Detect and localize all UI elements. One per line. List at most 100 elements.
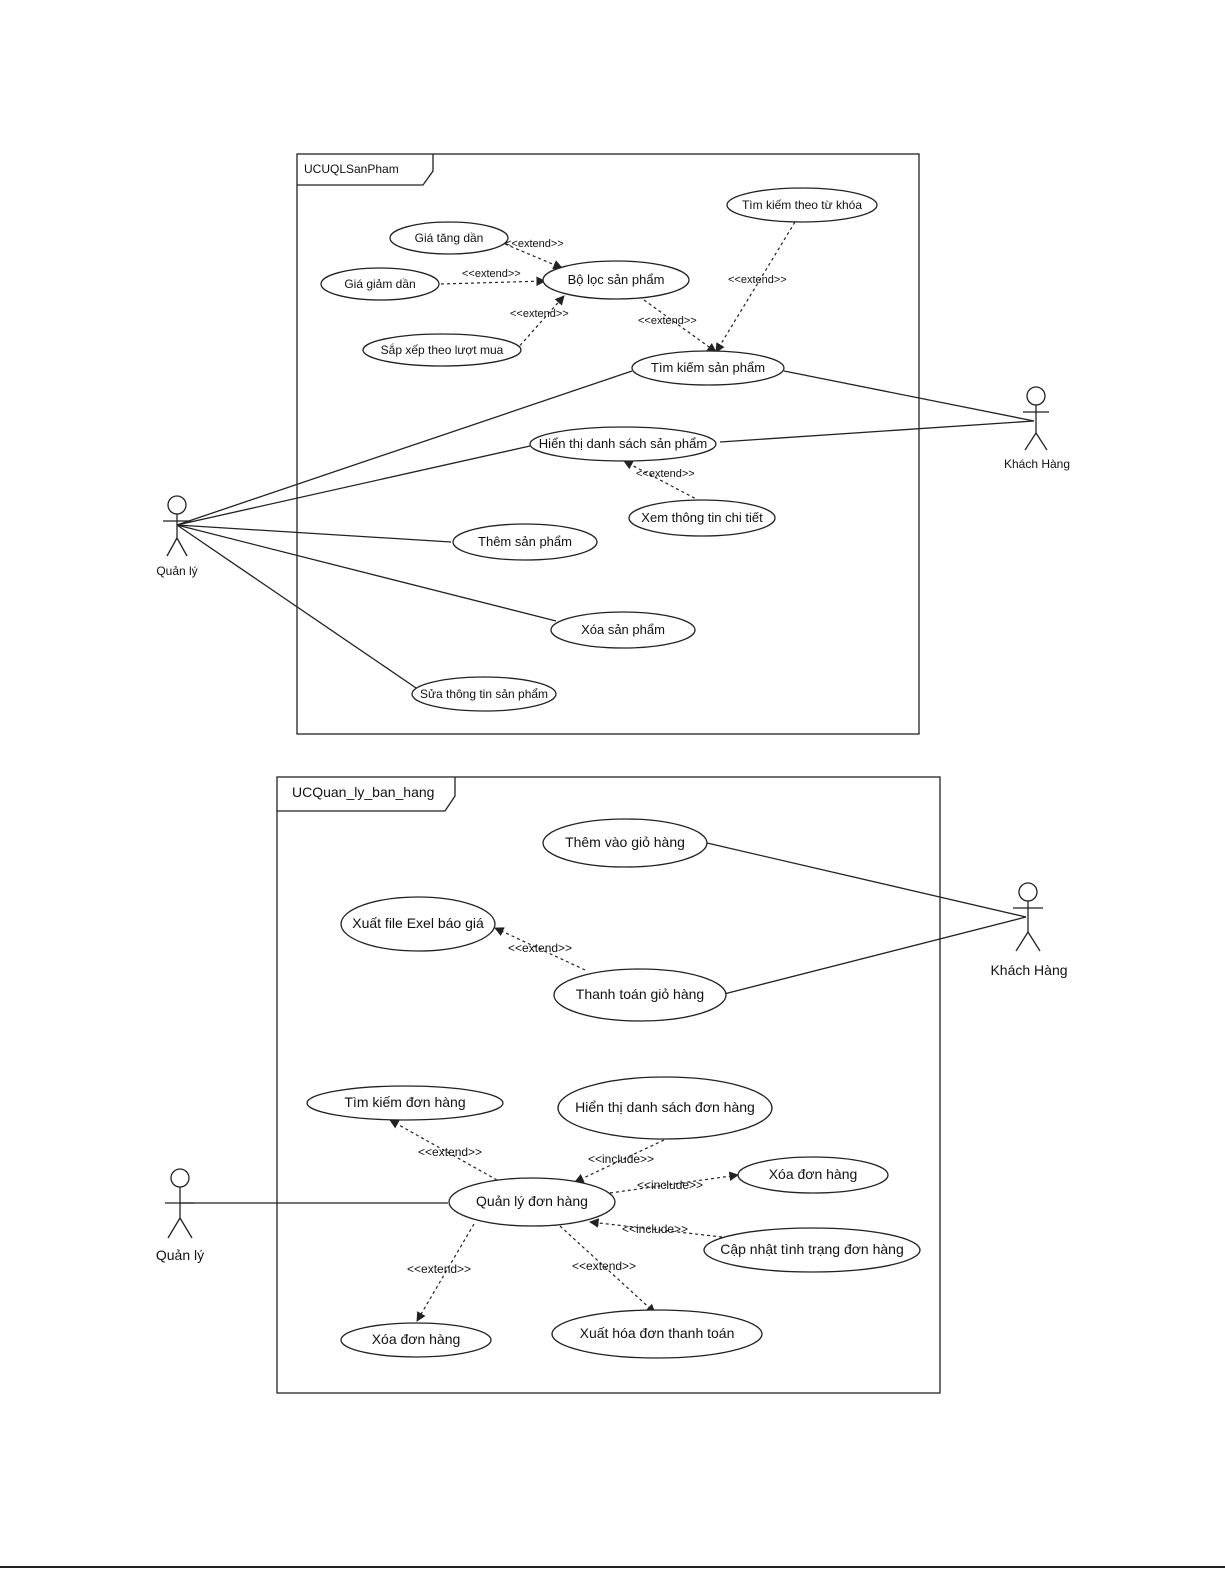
assoc-manager-hienthi bbox=[176, 445, 531, 526]
svg-text:Thêm sản phẩm: Thêm sản phẩm bbox=[478, 534, 572, 549]
label-quanly-xoadon2: <<extend>> bbox=[407, 1262, 471, 1276]
dep-chitiet-hienthi bbox=[623, 460, 701, 502]
usecase-bo-loc: Bộ lọc sản phẩm bbox=[542, 260, 690, 300]
actor-quan-ly-1: Quản lý bbox=[156, 495, 198, 578]
svg-text:Quản lý đơn hàng: Quản lý đơn hàng bbox=[476, 1193, 588, 1209]
svg-text:Bộ lọc sản phẩm: Bộ lọc sản phẩm bbox=[568, 272, 665, 287]
svg-text:Giá giảm dần: Giá giảm dần bbox=[344, 277, 415, 291]
label-quanly-timdon: <<extend>> bbox=[418, 1145, 482, 1159]
usecases-2: Thêm vào giỏ hàng Xuất file Exel báo giá… bbox=[306, 818, 921, 1359]
label-luotmua-boloc: <<extend>> bbox=[510, 308, 569, 320]
dep-tukhoa-timkiem bbox=[715, 221, 796, 353]
assoc-manager-sua bbox=[176, 524, 420, 691]
label-capnhat-quanly: <<include>> bbox=[622, 1222, 688, 1236]
usecases-1: Giá tăng dần Giá giảm dần Sắp xếp theo l… bbox=[320, 187, 878, 712]
dep-thanhtoan-excel bbox=[494, 927, 586, 971]
label-giam-boloc: <<extend>> bbox=[462, 268, 521, 280]
dep-tang-boloc bbox=[504, 243, 563, 270]
label-tang-boloc: <<extend>> bbox=[505, 238, 564, 250]
usecase-tim-theo-tu-khoa: Tìm kiếm theo từ khóa bbox=[726, 187, 878, 223]
dep-dsdon-quanly bbox=[574, 1139, 665, 1183]
frame-title-1: UCUQLSanPham bbox=[304, 162, 399, 176]
usecase-xuat-file-excel: Xuất file Exel báo giá bbox=[340, 896, 496, 952]
frame-title-2: UCQuan_ly_ban_hang bbox=[292, 784, 434, 800]
svg-text:Xem thông tin chi tiết: Xem thông tin chi tiết bbox=[641, 510, 763, 525]
usecase-them-san-pham: Thêm sản phẩm bbox=[452, 523, 598, 561]
usecase-gia-tang-dan: Giá tăng dần bbox=[389, 221, 509, 255]
svg-text:Xuất hóa đơn thanh toán: Xuất hóa đơn thanh toán bbox=[580, 1325, 735, 1341]
assoc-manager-xoa bbox=[176, 524, 557, 622]
svg-text:Hiển thị danh sách sản phẩm: Hiển thị danh sách sản phẩm bbox=[539, 436, 707, 451]
svg-text:Giá tăng dần: Giá tăng dần bbox=[415, 231, 484, 245]
label-dsdon-quanly: <<include>> bbox=[588, 1152, 654, 1166]
assoc-customer-hienthi bbox=[719, 420, 1035, 443]
usecase-hien-thi-don-hang: Hiển thị danh sách đơn hàng bbox=[557, 1076, 773, 1140]
actor-quan-ly-2: Quản lý bbox=[156, 1168, 204, 1263]
actor-label-quan-ly-2: Quản lý bbox=[156, 1247, 204, 1263]
usecase-xuat-hoa-don: Xuất hóa đơn thanh toán bbox=[551, 1309, 763, 1359]
dep-quanly-xoadon2 bbox=[416, 1223, 475, 1322]
actor-khach-hang-1: Khách Hàng bbox=[1004, 386, 1070, 471]
dep-giam-boloc bbox=[440, 276, 546, 287]
svg-text:Sửa thông tin sản phẩm: Sửa thông tin sản phẩm bbox=[420, 687, 548, 701]
usecase-xem-chi-tiet: Xem thông tin chi tiết bbox=[628, 499, 776, 537]
svg-text:Xóa đơn hàng: Xóa đơn hàng bbox=[372, 1331, 461, 1347]
usecase-gia-giam-dan: Giá giảm dần bbox=[320, 267, 440, 301]
label-boloc-timkiem: <<extend>> bbox=[638, 315, 697, 327]
system-boundary-1 bbox=[296, 153, 920, 735]
usecase-cap-nhat-tinh-trang: Cập nhật tình trạng đơn hàng bbox=[703, 1227, 921, 1273]
assoc-manager-them bbox=[176, 524, 452, 543]
assoc-customer-themgio bbox=[706, 842, 1027, 918]
dependencies-1: <<extend>> <<extend>> <<extend>> <<exten… bbox=[440, 221, 796, 502]
label-chitiet-hienthi: <<extend>> bbox=[636, 468, 695, 480]
svg-text:Tìm kiếm theo từ khóa: Tìm kiếm theo từ khóa bbox=[742, 198, 862, 212]
actor-label-quan-ly-1: Quản lý bbox=[156, 564, 197, 578]
frame-tab-2 bbox=[277, 777, 456, 812]
svg-text:Xóa đơn hàng: Xóa đơn hàng bbox=[769, 1166, 858, 1182]
dependencies-2: <<extend>> <<extend>> <<include>> <<incl… bbox=[389, 927, 739, 1322]
svg-text:Thanh toán giỏ hàng: Thanh toán giỏ hàng bbox=[576, 986, 704, 1002]
actor-khach-hang-2: Khách Hàng bbox=[990, 882, 1068, 978]
svg-text:Tìm kiếm sản phẩm: Tìm kiếm sản phẩm bbox=[651, 360, 765, 375]
dep-boloc-timkiem bbox=[643, 299, 717, 353]
assoc-manager-timkiem bbox=[176, 370, 633, 526]
assoc-customer-timkiem bbox=[783, 370, 1035, 422]
usecase-xoa-san-pham: Xóa sản phẩm bbox=[550, 611, 696, 649]
svg-text:Xuất file Exel báo giá: Xuất file Exel báo giá bbox=[352, 915, 484, 931]
svg-text:Thêm vào giỏ hàng: Thêm vào giỏ hàng bbox=[565, 834, 685, 850]
svg-text:Sắp xếp theo lượt mua: Sắp xếp theo lượt mua bbox=[381, 342, 504, 357]
usecase-xoa-don-hang-2: Xóa đơn hàng bbox=[340, 1322, 492, 1358]
actor-label-khach-hang-2: Khách Hàng bbox=[990, 962, 1067, 978]
usecase-quan-ly-don-hang: Quản lý đơn hàng bbox=[448, 1177, 616, 1227]
svg-text:Hiển thị danh sách đơn hàng: Hiển thị danh sách đơn hàng bbox=[575, 1099, 755, 1115]
svg-text:Xóa sản phẩm: Xóa sản phẩm bbox=[581, 622, 665, 637]
usecase-tim-kiem-san-pham: Tìm kiếm sản phẩm bbox=[631, 350, 785, 386]
associations-2 bbox=[180, 842, 1027, 1204]
label-tukhoa-timkiem: <<extend>> bbox=[728, 274, 787, 286]
diagram1: UCUQLSanPham <<extend>> <<extend>> <<ext… bbox=[156, 153, 1070, 735]
label-quanly-hoadon: <<extend>> bbox=[572, 1259, 636, 1273]
system-boundary-2 bbox=[276, 776, 941, 1394]
assoc-customer-thanhtoan bbox=[723, 916, 1027, 995]
usecase-sap-xep-luot-mua: Sắp xếp theo lượt mua bbox=[362, 333, 522, 367]
svg-text:Cập nhật tình trạng đơn hàng: Cập nhật tình trạng đơn hàng bbox=[720, 1241, 904, 1257]
label-thanhtoan-excel: <<extend>> bbox=[508, 941, 572, 955]
usecase-thanh-toan-gio: Thanh toán giỏ hàng bbox=[553, 968, 727, 1022]
svg-text:Tìm kiếm đơn hàng: Tìm kiếm đơn hàng bbox=[344, 1094, 465, 1110]
page-bottom-rule bbox=[0, 1566, 1225, 1568]
usecase-sua-thong-tin: Sửa thông tin sản phẩm bbox=[411, 676, 557, 712]
frame-tab-1 bbox=[297, 154, 434, 186]
diagram2: UCQuan_ly_ban_hang <<extend>> <<extend>>… bbox=[156, 776, 1068, 1394]
usecase-hien-thi-danh-sach: Hiển thị danh sách sản phẩm bbox=[529, 426, 717, 462]
associations-1 bbox=[176, 370, 1035, 691]
dep-capnhat-quanly bbox=[589, 1218, 723, 1238]
usecase-xoa-don-hang-1: Xóa đơn hàng bbox=[737, 1156, 889, 1194]
actor-label-khach-hang-1: Khách Hàng bbox=[1004, 457, 1070, 471]
usecase-them-vao-gio: Thêm vào giỏ hàng bbox=[542, 818, 708, 868]
dep-quanly-timdon bbox=[389, 1119, 498, 1181]
dep-luotmua-boloc bbox=[515, 295, 565, 351]
label-quanly-xoadon1: <<include>> bbox=[637, 1178, 703, 1192]
usecase-tim-kiem-don-hang: Tìm kiếm đơn hàng bbox=[306, 1085, 504, 1121]
